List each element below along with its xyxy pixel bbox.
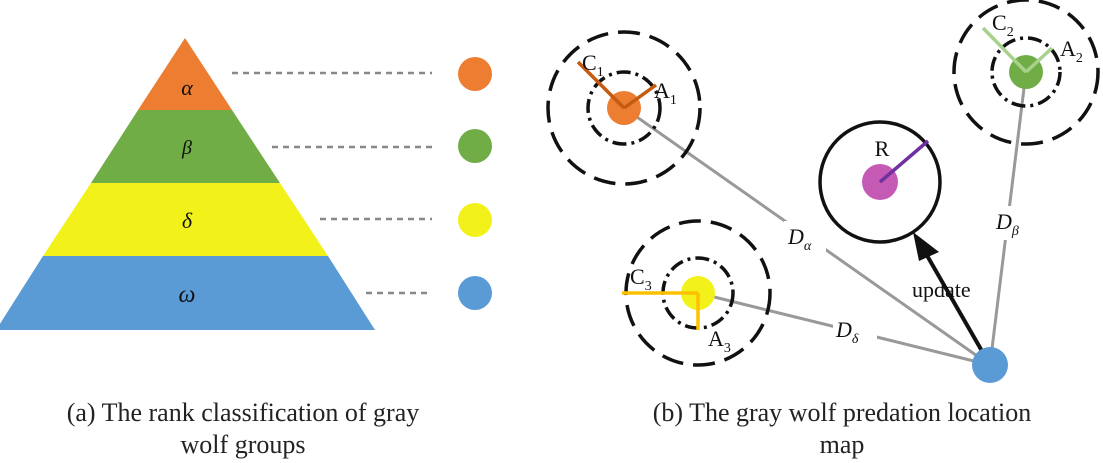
label-bg-d-beta bbox=[993, 206, 1031, 240]
pyramid-label-beta: β bbox=[181, 137, 192, 159]
label-d-delta: Dδ bbox=[835, 317, 859, 347]
rank-dot-omega bbox=[458, 276, 492, 310]
prey-radius-vector bbox=[878, 139, 930, 184]
label-update: update bbox=[912, 277, 971, 302]
caption-b-line2: map bbox=[820, 430, 865, 459]
label-c3: C3 bbox=[630, 264, 652, 294]
pyramid-label-omega: ω bbox=[179, 282, 196, 308]
wolf-delta-group bbox=[622, 219, 772, 367]
label-a1: A1 bbox=[654, 78, 677, 108]
prey-ring bbox=[818, 120, 942, 244]
rank-connectors bbox=[232, 71, 432, 295]
update-arrow-head bbox=[913, 232, 939, 261]
caption-a-line1: (a) The rank classification of gray bbox=[67, 398, 420, 427]
label-bg-d-delta bbox=[833, 316, 877, 346]
rank-dot-alpha bbox=[458, 57, 492, 91]
label-d-alpha: Dα bbox=[787, 224, 812, 254]
rank-dots bbox=[458, 57, 492, 310]
update-arrow-shaft bbox=[923, 251, 992, 366]
caption-b-line1: (b) The gray wolf predation location bbox=[653, 398, 1032, 427]
wolf-alpha-group bbox=[546, 30, 702, 186]
label-c2: C2 bbox=[992, 10, 1014, 40]
rank-pyramid: α β δ ω bbox=[0, 38, 375, 330]
pyramid-level-omega bbox=[0, 256, 375, 330]
label-a3: A3 bbox=[708, 326, 731, 356]
wolf-alpha-inner-ring bbox=[586, 70, 662, 146]
wolf-beta-inner-ring bbox=[990, 36, 1062, 108]
wolf-alpha-a-vector bbox=[622, 83, 658, 110]
prey-group bbox=[818, 120, 942, 244]
label-prey-r: R bbox=[875, 136, 890, 161]
caption-a-line2: wolf groups bbox=[181, 430, 306, 459]
rank-dot-delta bbox=[458, 203, 492, 237]
omega-wolf-node bbox=[972, 347, 1008, 383]
pyramid-label-alpha: α bbox=[181, 75, 193, 100]
wolf-beta-c-vector bbox=[981, 26, 1028, 74]
label-d-beta: Dβ bbox=[995, 209, 1019, 239]
label-c1: C1 bbox=[582, 50, 604, 80]
pyramid-level-beta bbox=[91, 110, 280, 183]
rank-dot-beta bbox=[458, 129, 492, 163]
wolf-alpha-outer-ring bbox=[546, 30, 702, 186]
pyramid-level-alpha bbox=[138, 38, 232, 110]
wolf-beta-outer-ring bbox=[952, 0, 1100, 146]
wolf-beta-a-vector bbox=[1024, 46, 1054, 74]
pyramid-level-delta bbox=[43, 183, 328, 256]
label-a2: A2 bbox=[1060, 36, 1083, 66]
wolf-alpha-c-vector bbox=[576, 60, 626, 110]
update-arrow bbox=[913, 232, 992, 366]
pyramid-label-delta: δ bbox=[182, 208, 193, 233]
wolf-beta-group bbox=[952, 0, 1100, 146]
label-bg-d-alpha bbox=[784, 221, 826, 253]
